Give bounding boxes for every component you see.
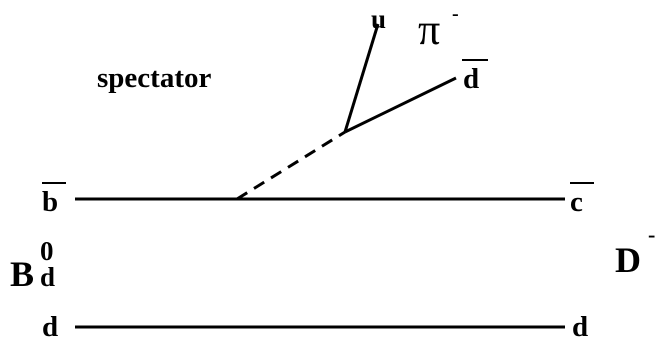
d-meson-charge: - bbox=[648, 222, 655, 247]
b-meson-subscript: d bbox=[40, 262, 55, 292]
u-quark-label: u bbox=[371, 4, 386, 34]
w-boson-line bbox=[236, 130, 346, 201]
spectator-label: spectator bbox=[97, 62, 211, 94]
pion-label: π bbox=[418, 5, 440, 54]
pion-charge-label: - bbox=[452, 3, 459, 25]
bbar-quark-label: b bbox=[42, 186, 58, 218]
cbar-quark-label: c bbox=[570, 186, 583, 218]
dbar-top-label: d bbox=[463, 63, 479, 95]
b-meson-superscript: 0 bbox=[40, 236, 54, 266]
b-meson-label: B bbox=[10, 254, 34, 294]
u-quark-line bbox=[343, 23, 380, 133]
d-meson-label: D bbox=[615, 240, 641, 280]
d-quark-left-label: d bbox=[42, 311, 58, 342]
dbar-quark-line bbox=[344, 76, 457, 134]
d-quark-right-label: d bbox=[572, 311, 588, 342]
